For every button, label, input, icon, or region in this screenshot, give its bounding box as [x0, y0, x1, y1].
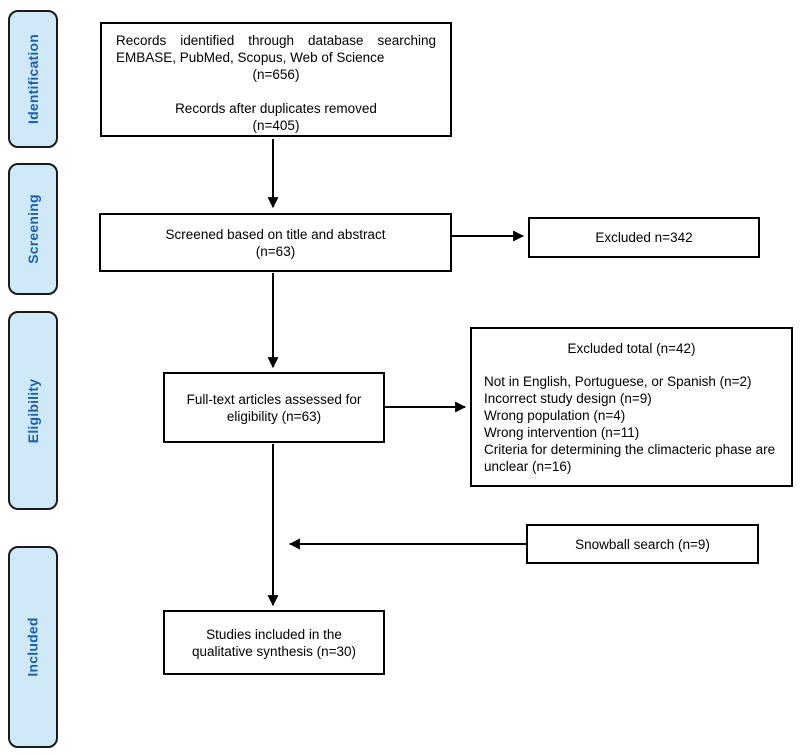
screened-line1: Screened based on title and abstract [165, 226, 386, 242]
records-count: (n=656) [252, 67, 300, 82]
records-line1: Records identified through database sear… [116, 33, 436, 48]
excluded-box: Excluded n=342 [528, 217, 760, 258]
excluded-reason: Incorrect study design (n=9) [484, 391, 652, 406]
stage-identification-label: Identification [25, 34, 42, 124]
stage-eligibility: Eligibility [8, 311, 58, 510]
studies-line1: Studies included in the [206, 626, 342, 642]
fulltext-line1: Full-text articles assessed for [186, 391, 362, 407]
duplicates-removed-line: Records after duplicates removed [175, 101, 377, 116]
excluded-reason: Criteria for determining the climacteric… [484, 442, 776, 474]
excluded-label: Excluded n=342 [595, 230, 693, 245]
excluded-reason: Wrong population (n=4) [484, 408, 626, 423]
studies-included-box: Studies included in the qualitative synt… [163, 610, 385, 675]
snowball-label: Snowball search (n=9) [575, 536, 710, 552]
stage-included-label: Included [25, 617, 42, 677]
stage-screening: Screening [8, 163, 58, 295]
excluded-total-title: Excluded total (n=42) [567, 341, 696, 356]
stage-identification: Identification [8, 10, 58, 148]
duplicates-removed-count: (n=405) [252, 118, 300, 133]
snowball-box: Snowball search (n=9) [526, 524, 759, 564]
stage-eligibility-label: Eligibility [25, 378, 41, 443]
stage-screening-label: Screening [25, 194, 41, 264]
screened-box: Screened based on title and abstract (n=… [99, 213, 452, 272]
studies-line2: qualitative synthesis (n=30) [192, 643, 356, 659]
excluded-reason: Wrong intervention (n=11) [484, 425, 640, 440]
fulltext-box: Full-text articles assessed for eligibil… [163, 372, 385, 443]
records-identified-box: Records identified through database sear… [100, 22, 452, 137]
fulltext-line2: eligibility (n=63) [226, 408, 322, 424]
records-line2: EMBASE, PubMed, Scopus, Web of Science [116, 50, 385, 65]
records-spacer [116, 83, 436, 100]
screened-count: (n=63) [255, 243, 296, 259]
stage-included: Included [8, 546, 58, 748]
excluded-total-box: Excluded total (n=42) Not in English, Po… [470, 327, 793, 487]
excluded-reason: Not in English, Portuguese, or Spanish (… [484, 374, 752, 389]
